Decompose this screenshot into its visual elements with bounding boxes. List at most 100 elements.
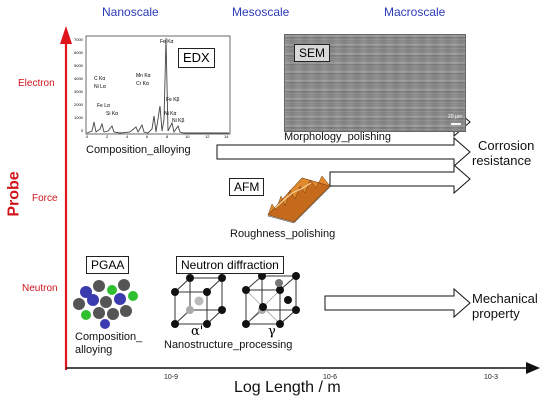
x-tick-1e-3: 10-3: [484, 374, 499, 381]
bcc-atom: [171, 288, 179, 296]
outcome-corrosion-line-2: resistance: [472, 153, 532, 168]
edx-peak-c-ka: C Kα: [94, 76, 106, 82]
pgaa-label-box: PGAA: [86, 256, 130, 275]
bcc-atom: [218, 274, 226, 282]
atom: [107, 285, 117, 295]
probe-neutron: Neutron: [22, 283, 58, 294]
afm-axis-y: [293, 185, 332, 224]
caption-nanostructure-processing: Nanostructure_processing: [164, 339, 293, 351]
edx-ytick: 0: [81, 128, 84, 133]
atom: [118, 279, 130, 291]
edx-peak-ni-kb: Ni Kβ: [172, 118, 185, 124]
fcc-atom: [242, 320, 250, 328]
atom: [114, 293, 126, 305]
outcome-mechanical-line-2: property: [472, 306, 520, 321]
atom: [87, 294, 99, 306]
edx-peak-mn-ka: Mn Kα: [136, 73, 151, 79]
edx-xtick: 2: [106, 134, 109, 139]
atom: [128, 291, 138, 301]
edx-spectrum-trace: [86, 37, 229, 134]
neutron-diffraction-label-box: Neutron diffraction: [176, 256, 284, 275]
sem-label-box: SEM: [294, 44, 331, 63]
bcc-crystal: [171, 274, 226, 328]
probe-electron: Electron: [18, 78, 55, 89]
macroscale-heading: Macroscale: [384, 5, 446, 19]
bcc-atom: [203, 288, 211, 296]
fcc-crystal: [242, 272, 300, 328]
x-tick-1e-6: 10-6: [323, 374, 338, 381]
edx-ytick: 7000: [74, 37, 83, 42]
edx-xtick: 10: [185, 134, 190, 139]
atom: [107, 308, 119, 320]
caption-composition-alloying: Composition_alloying: [86, 144, 191, 156]
edx-label-box: EDX: [178, 48, 215, 68]
edx-ytick: 1000: [74, 115, 83, 120]
y-axis-label: Probe: [5, 171, 23, 217]
atom: [120, 305, 132, 317]
edx-ytick: 6000: [74, 50, 83, 55]
edx-xtick: 6: [146, 134, 149, 139]
sem-scale-bar: [451, 123, 461, 125]
fcc-face-atom: [284, 296, 292, 304]
fcc-atom: [292, 306, 300, 314]
edx-peak-fe-ka: Fe Kα: [160, 39, 174, 45]
alpha-prime-symbol: α': [191, 324, 204, 339]
fcc-atom: [292, 272, 300, 280]
fcc-atom: [276, 320, 284, 328]
outcome-mechanical-line-1: Mechanical: [472, 291, 538, 306]
bcc-center-atom: [194, 296, 204, 306]
edx-peak-fe-kb: Fe Kβ: [166, 97, 180, 103]
edx-ytick: 3000: [74, 89, 83, 94]
arrow-roughness: [329, 163, 471, 195]
bcc-atom: [203, 320, 211, 328]
caption-pgaa-line-2: alloying: [75, 344, 113, 356]
edx-xtick: 0: [86, 134, 89, 139]
gamma-symbol: γ: [268, 324, 276, 339]
afm-highlights: [274, 182, 312, 209]
edx-xtick: 14: [224, 134, 229, 139]
atom: [73, 298, 85, 310]
x-axis-arrowhead: [526, 362, 540, 374]
atom: [100, 296, 112, 308]
edx-ytick: 2000: [74, 102, 83, 107]
atom: [81, 310, 91, 320]
afm-label-box: AFM: [229, 178, 265, 197]
edx-peak-fe-la: Fe Lα: [97, 103, 110, 109]
pgaa-cluster: [73, 279, 138, 329]
bcc-atom: [171, 320, 179, 328]
afm-axis-x: [267, 215, 295, 224]
atom: [100, 319, 110, 329]
edx-peak-cr-ka: Cr Kα: [136, 81, 149, 87]
arrow-composition: [216, 136, 471, 168]
bcc-atom: [218, 306, 226, 314]
fcc-atom: [242, 286, 250, 294]
edx-xtick: 4: [126, 134, 129, 139]
nanoscale-heading: Nanoscale: [102, 5, 159, 19]
edx-xtick: 12: [205, 134, 210, 139]
probe-force: Force: [32, 193, 58, 204]
edx-peak-ni-ka: Ni Kα: [164, 111, 177, 117]
edx-peak-ni-la: Ni Lα: [94, 84, 106, 90]
y-axis-arrowhead: [60, 26, 72, 44]
bcc-atom: [186, 306, 194, 314]
atom: [93, 280, 105, 292]
atom: [93, 307, 105, 319]
caption-roughness-polishing: Roughness_polishing: [230, 228, 336, 240]
x-tick-1e-9: 10-9: [164, 374, 179, 381]
outcome-corrosion-line-1: Corrosion: [478, 138, 535, 153]
atom: [80, 286, 92, 298]
afm-surface: [267, 175, 332, 224]
fcc-face-atom: [259, 303, 267, 311]
fcc-face-atom: [275, 279, 283, 287]
fcc-atom: [276, 286, 284, 294]
edx-ytick: 4000: [74, 76, 83, 81]
caption-pgaa-line-1: Composition_: [75, 331, 143, 343]
edx-ytick: 5000: [74, 63, 83, 68]
x-axis-label: Log Length / m: [234, 379, 341, 396]
mesoscale-heading: Mesoscale: [232, 5, 290, 19]
edx-xtick: 8: [166, 134, 169, 139]
edx-peak-si-ka: Si Kα: [106, 111, 119, 117]
arrow-mechanical: [324, 287, 471, 319]
caption-morphology-polishing: Morphology_polishing: [284, 131, 392, 143]
